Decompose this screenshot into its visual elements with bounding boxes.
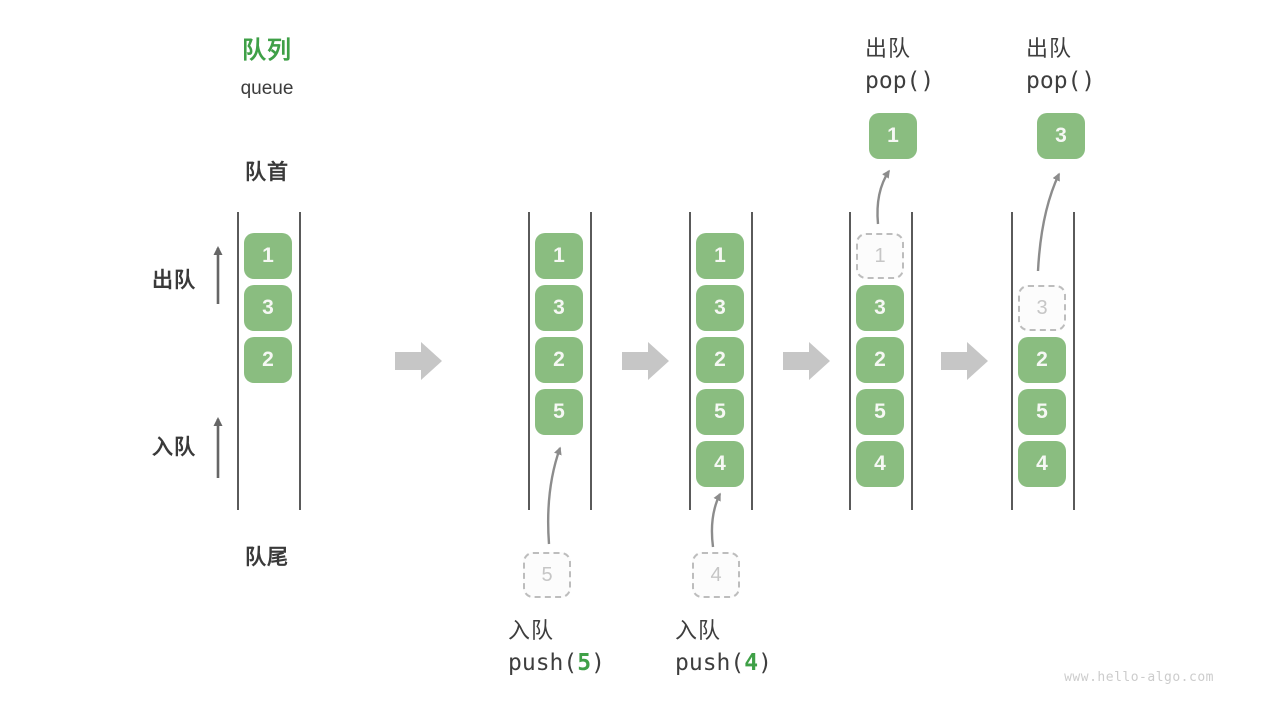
queue-rail-right [590,212,592,510]
diagram-title: 队列 queue [205,30,329,100]
op-label-enqueue: 入队 push(5) [508,613,605,676]
queue-rail-right [911,212,913,510]
op-label-enqueue: 入队 push(4) [675,613,772,676]
queue-cell: 3 [535,285,583,331]
queue-cell: 4 [696,441,744,487]
queue-cell: 5 [1018,389,1066,435]
queue-cell: 2 [696,337,744,383]
op-label-dequeue: 出队 pop() [1026,31,1095,94]
queue-cell: 1 [244,233,292,279]
queue-rail-left [237,212,239,510]
op-label-enqueue-code: push(5) [508,650,605,676]
incoming-cell: 5 [523,552,571,598]
op-label-enqueue-zh: 入队 [508,618,555,643]
op-label-enqueue-zh: 入队 [675,618,722,643]
queue-rail-left [689,212,691,510]
queue-cell: 4 [1018,441,1066,487]
op-label-dequeue-zh: 出队 [865,36,912,61]
push-arrow [710,492,722,548]
queue-cell: 1 [535,233,583,279]
queue-rail-left [849,212,851,510]
code-pre: push( [508,650,578,676]
op-label-dequeue-zh: 出队 [1026,36,1073,61]
queue-front-label: 队首 [245,161,289,184]
queue-cell: 2 [535,337,583,383]
queue-cell: 3 [856,285,904,331]
queue-cell: 2 [244,337,292,383]
flow-arrow-icon [783,342,830,380]
queue-rail-right [1073,212,1075,510]
queue-cell: 5 [856,389,904,435]
queue-cell-ghost: 3 [1018,285,1066,331]
op-label-dequeue: 出队 pop() [865,31,934,94]
popped-cell: 3 [1037,113,1085,159]
incoming-cell: 4 [692,552,740,598]
queue-cell: 2 [1018,337,1066,383]
code-post: ) [591,650,605,676]
queue-cell: 3 [696,285,744,331]
code-pre: push( [675,650,745,676]
flow-arrow-icon [395,342,442,380]
queue-cell-ghost: 1 [856,233,904,279]
pop-arrow [876,169,891,225]
title-zh: 队列 [242,37,292,64]
code-post: ) [758,650,772,676]
queue-rail-right [299,212,301,510]
queue-rail-right [751,212,753,510]
queue-rail-left [528,212,530,510]
pop-arrow [1036,172,1061,272]
queue-rear-label: 队尾 [245,546,289,569]
op-label-dequeue-code: pop() [1026,68,1096,94]
queue-cell: 4 [856,441,904,487]
queue-rail-left [1011,212,1013,510]
op-label-enqueue-code: push(4) [675,650,772,676]
enqueue-side-label: 入队 [152,436,196,459]
code-arg: 5 [577,650,592,676]
push-arrow [546,446,562,545]
watermark: www.hello-algo.com [1064,670,1214,685]
dequeue-side-label: 出队 [152,269,196,292]
queue-cell: 5 [696,389,744,435]
code-arg: 4 [744,650,759,676]
flow-arrow-icon [622,342,669,380]
queue-cell: 5 [535,389,583,435]
queue-cell: 3 [244,285,292,331]
popped-cell: 1 [869,113,917,159]
op-label-dequeue-code: pop() [865,68,935,94]
queue-cell: 1 [696,233,744,279]
flow-arrow-icon [941,342,988,380]
title-en: queue [240,78,294,99]
queue-cell: 2 [856,337,904,383]
